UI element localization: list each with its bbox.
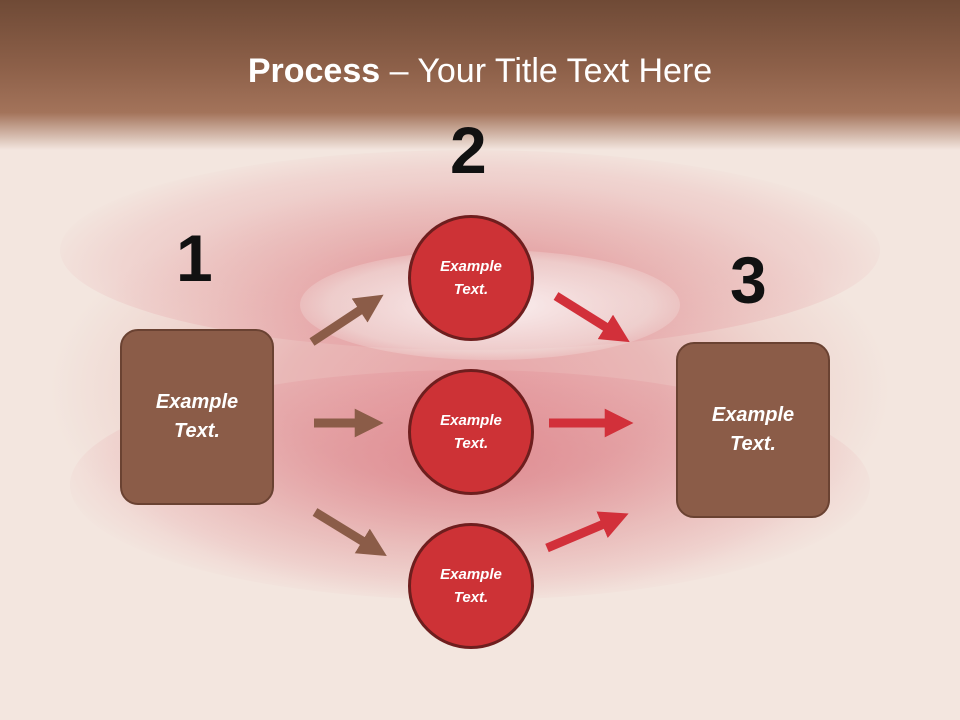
bottom-line-1: Example xyxy=(440,566,502,583)
title-rest: – Your Title Text Here xyxy=(380,52,713,90)
arrow-start-to-bottom xyxy=(312,508,387,557)
step-number-3: 3 xyxy=(730,243,767,317)
step-number-2: 2 xyxy=(450,113,487,187)
title-bar xyxy=(0,0,960,150)
arrow-bottom-to-end xyxy=(545,511,629,553)
end-line-1: Example xyxy=(711,404,795,426)
top-line-2: Text. xyxy=(453,281,489,298)
top-line-1: Example xyxy=(440,258,502,275)
arrow-start-to-top xyxy=(309,294,384,346)
title-bold: Process xyxy=(247,52,381,90)
start-line-1: Example xyxy=(155,391,239,413)
slide-title: Process – Your Title Text Here xyxy=(0,52,960,91)
step-number-1: 1 xyxy=(176,221,213,295)
middle-line-1: Example xyxy=(440,412,502,429)
middle-line-2: Text. xyxy=(453,435,489,452)
start-line-2: Text. xyxy=(174,420,220,442)
arrow-top-to-end xyxy=(553,292,630,343)
end-line-2: Text. xyxy=(730,433,776,455)
bottom-line-2: Text. xyxy=(453,589,489,606)
